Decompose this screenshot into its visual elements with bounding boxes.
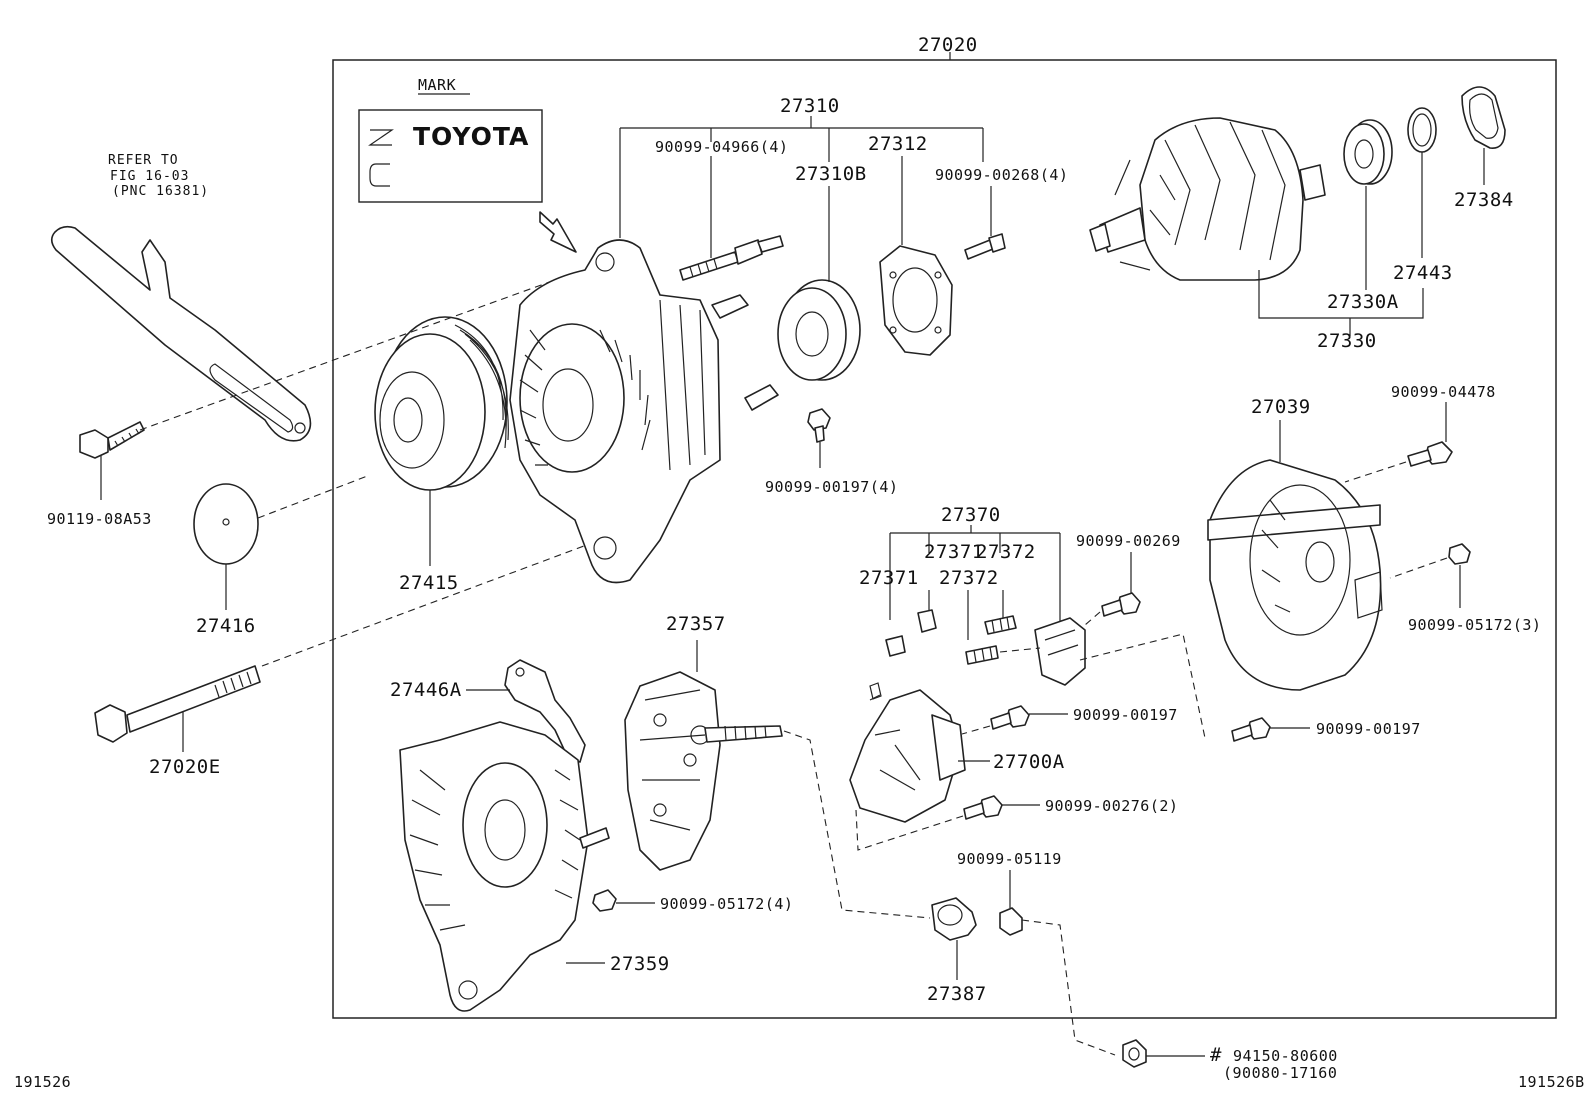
label-27443: 27443 xyxy=(1393,262,1453,284)
refer-note-line1: REFER TO xyxy=(108,153,179,168)
rear-end-frame-27359-drawing xyxy=(399,721,610,1012)
screw-90099-00197-4-drawing xyxy=(807,408,831,443)
screw-90099-00197-right-drawing xyxy=(1231,717,1271,742)
spring-27372-drawing xyxy=(965,615,1017,665)
label-90099-05172-3: 90099-05172(3) xyxy=(1408,616,1541,634)
mark-title: MARK xyxy=(418,76,456,94)
mark-brand: TOYOTA xyxy=(413,122,529,151)
refer-note-line2: FIG 16-03 xyxy=(110,169,189,184)
bearing-27310b-drawing xyxy=(777,279,861,381)
nut-94150-80600-drawing xyxy=(1122,1039,1147,1068)
label-27370: 27370 xyxy=(941,504,1001,526)
label-90099-00197-4: 90099-00197(4) xyxy=(765,478,898,496)
refer-note-line3: (PNC 16381) xyxy=(112,184,209,199)
nut-90099-05172-3-drawing xyxy=(1448,543,1471,565)
label-27330: 27330 xyxy=(1317,330,1377,352)
label-94150-80600: 94150-80600 xyxy=(1233,1047,1338,1065)
figure-id-right: 191526B xyxy=(1518,1073,1585,1091)
label-90099-00268: 90099-00268(4) xyxy=(935,166,1068,184)
label-90099-04966: 90099-04966(4) xyxy=(655,138,788,156)
adjusting-bar-drawing xyxy=(50,225,312,442)
bearing-27330a-drawing xyxy=(1343,119,1393,185)
label-27384: 27384 xyxy=(1454,189,1514,211)
stud-bolt-90099-04966-drawing xyxy=(679,235,784,281)
figure-id-left: 191526 xyxy=(14,1073,71,1091)
washer-27416-drawing xyxy=(193,483,259,565)
label-27700a: 27700A xyxy=(993,751,1065,773)
ring-27443-drawing xyxy=(1407,107,1437,153)
label-27357: 27357 xyxy=(666,613,726,635)
label-27415: 27415 xyxy=(399,572,459,594)
rear-end-cover-27039-drawing xyxy=(1207,459,1383,691)
mark-pointer-arrow-icon xyxy=(539,211,577,253)
label-27039: 27039 xyxy=(1251,396,1311,418)
label-27310b: 27310B xyxy=(795,163,867,185)
label-27312: 27312 xyxy=(868,133,928,155)
label-90099-00197-right: 90099-00197 xyxy=(1316,720,1421,738)
label-90119-08a53: 90119-08A53 xyxy=(47,510,152,528)
label-27020e: 27020E xyxy=(149,756,221,778)
mark-box xyxy=(358,109,543,203)
label-90080-17160: (90080-17160 xyxy=(1223,1064,1337,1082)
label-27446a: 27446A xyxy=(390,679,462,701)
pulley-27415-drawing xyxy=(374,316,509,491)
label-27310: 27310 xyxy=(780,95,840,117)
through-bolt-27020e-drawing xyxy=(94,665,261,743)
cover-27384-drawing xyxy=(1461,86,1506,149)
label-27330a: 27330A xyxy=(1327,291,1399,313)
mark-symbol-icon xyxy=(368,129,394,187)
nut-90099-05172-4-drawing xyxy=(592,889,617,912)
brush-holder-27370-drawing xyxy=(1034,617,1086,686)
assembly-label: 27020 xyxy=(918,34,978,56)
nut-90099-05119-drawing xyxy=(999,907,1023,936)
screw-90099-00269-drawing xyxy=(1101,592,1141,617)
bolt-90119-08a53-drawing xyxy=(79,421,145,459)
label-27359: 27359 xyxy=(610,953,670,975)
label-27372-a: 27372 xyxy=(976,541,1036,563)
terminal-insulator-27387-drawing xyxy=(931,897,977,941)
brush-27371-drawing xyxy=(885,609,937,657)
label-90099-05172-4: 90099-05172(4) xyxy=(660,895,793,913)
drive-end-frame-drawing xyxy=(509,239,779,584)
retainer-plate-27312-drawing xyxy=(879,245,953,356)
label-27371-b: 27371 xyxy=(859,567,919,589)
label-90099-04478: 90099-04478 xyxy=(1391,383,1496,401)
label-27416: 27416 xyxy=(196,615,256,637)
label-90099-05119: 90099-05119 xyxy=(957,850,1062,868)
screw-90099-04478-drawing xyxy=(1407,441,1453,467)
screw-90099-00268-drawing xyxy=(964,233,1006,260)
label-90099-00269: 90099-00269 xyxy=(1076,532,1181,550)
regulator-27700a-drawing xyxy=(849,682,966,823)
rectifier-27357-drawing xyxy=(624,671,783,871)
rotor-27330-drawing xyxy=(1089,117,1326,281)
screw-90099-00276-drawing xyxy=(963,795,1003,820)
hash-mark: # xyxy=(1210,1044,1222,1066)
label-90099-00276: 90099-00276(2) xyxy=(1045,797,1178,815)
screw-90099-00197-mid-drawing xyxy=(990,705,1030,730)
label-90099-00197-mid: 90099-00197 xyxy=(1073,706,1178,724)
label-27387: 27387 xyxy=(927,983,987,1005)
label-27371-a: 27371 xyxy=(924,541,984,563)
assembly-frame xyxy=(332,59,1557,1019)
insulator-27446a-drawing xyxy=(504,659,586,763)
label-27372-b: 27372 xyxy=(939,567,999,589)
